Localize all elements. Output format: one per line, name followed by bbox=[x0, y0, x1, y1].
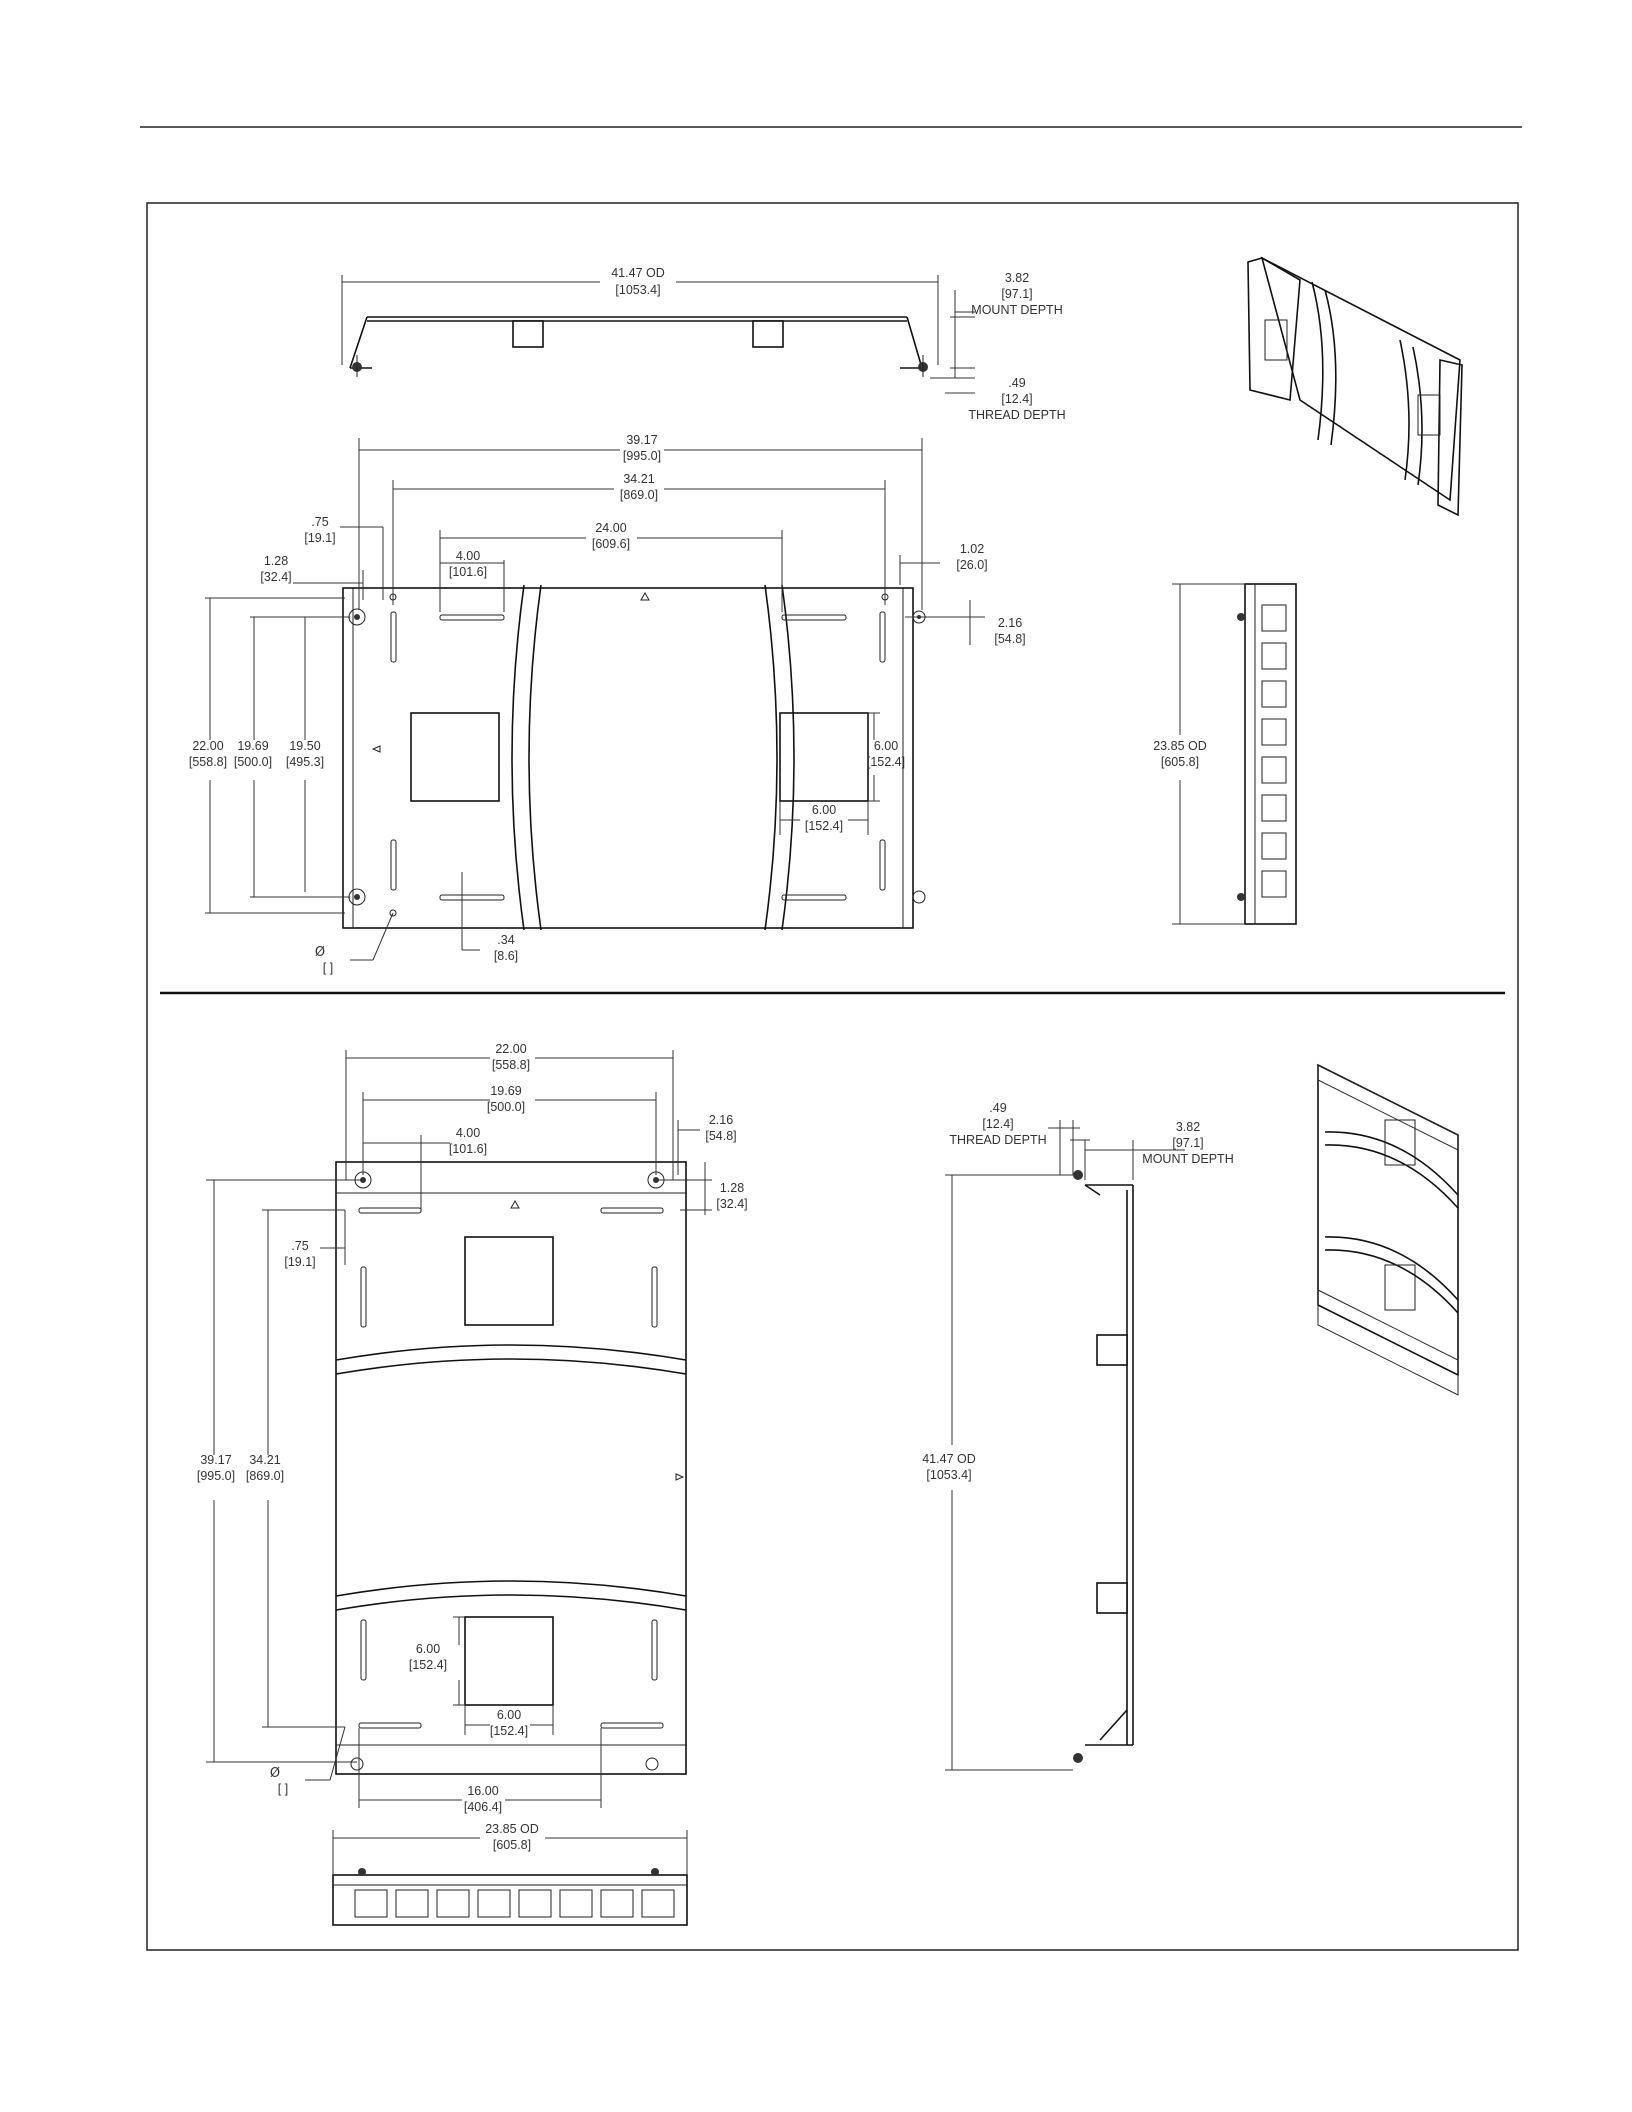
dim-22-00-b-mm: [558.8] bbox=[492, 1058, 530, 1072]
dim-6-00-vertical: 6.00 bbox=[874, 739, 898, 753]
dim-4-00-b-mm: [101.6] bbox=[449, 1142, 487, 1156]
dim-mount-depth: 3.82 bbox=[1005, 271, 1029, 285]
dim-0-34-mm: [8.6] bbox=[494, 949, 518, 963]
dim-41-47-mm: [1053.4] bbox=[615, 283, 660, 297]
dim-1-02: 1.02 bbox=[960, 542, 984, 556]
dim-1-28: 1.28 bbox=[264, 554, 288, 568]
dim-thread-depth-b-label: THREAD DEPTH bbox=[949, 1133, 1046, 1147]
dim-41-47-od: 41.47 OD bbox=[611, 266, 665, 280]
dim-4-00-b: 4.00 bbox=[456, 1126, 480, 1140]
dim-thread-depth: .49 bbox=[1008, 376, 1025, 390]
dim-39-17-mm: [995.0] bbox=[623, 449, 661, 463]
dim-6-00-b-horizontal-mm: [152.4] bbox=[490, 1724, 528, 1738]
dim-mount-depth-label: MOUNT DEPTH bbox=[971, 303, 1062, 317]
dim-mount-depth-mm: [97.1] bbox=[1001, 287, 1032, 301]
dim-6-00-vertical-mm: [152.4] bbox=[867, 755, 905, 769]
dim-2-16-b-mm: [54.8] bbox=[705, 1129, 736, 1143]
dim-39-17-b: 39.17 bbox=[200, 1453, 231, 1467]
dim-23-85-mm: [605.8] bbox=[1161, 755, 1199, 769]
bottom-isometric-view bbox=[1317, 1063, 1459, 1396]
dim-0-34: .34 bbox=[497, 933, 514, 947]
dim-thread-depth-b: .49 bbox=[989, 1101, 1006, 1115]
bottom-end-view bbox=[332, 1830, 688, 1926]
dim-0-75-b-mm: [19.1] bbox=[284, 1255, 315, 1269]
dim-19-69-b-mm: [500.0] bbox=[487, 1100, 525, 1114]
hole-diameter-symbol: Ø bbox=[315, 945, 325, 960]
top-side-view bbox=[1172, 583, 1297, 925]
dim-24-00-mm: [609.6] bbox=[592, 537, 630, 551]
dim-6-00-horizontal-mm: [152.4] bbox=[805, 819, 843, 833]
dim-19-69: 19.69 bbox=[237, 739, 268, 753]
dim-mount-depth-b: 3.82 bbox=[1176, 1120, 1200, 1134]
dim-6-00-horizontal: 6.00 bbox=[812, 803, 836, 817]
dim-mount-depth-b-mm: [97.1] bbox=[1172, 1136, 1203, 1150]
dim-thread-depth-b-mm: [12.4] bbox=[982, 1117, 1013, 1131]
dim-23-85-b-mm: [605.8] bbox=[493, 1838, 531, 1852]
dim-39-17: 39.17 bbox=[626, 433, 657, 447]
dim-16-00-mm: [406.4] bbox=[464, 1800, 502, 1814]
dim-4-00: 4.00 bbox=[456, 549, 480, 563]
dim-22-00-mm: [558.8] bbox=[189, 755, 227, 769]
dim-41-47-b-mm: [1053.4] bbox=[926, 1468, 971, 1482]
dim-39-17-b-mm: [995.0] bbox=[197, 1469, 235, 1483]
dim-23-85-od: 23.85 OD bbox=[1153, 739, 1207, 753]
dim-2-16-mm: [54.8] bbox=[994, 632, 1025, 646]
dim-41-47-b-od: 41.47 OD bbox=[922, 1452, 976, 1466]
dim-6-00-b-horizontal: 6.00 bbox=[497, 1708, 521, 1722]
hole-diameter-mm: [ ] bbox=[323, 961, 333, 975]
dim-19-50: 19.50 bbox=[289, 739, 320, 753]
dim-22-00-b: 22.00 bbox=[495, 1042, 526, 1056]
dim-mount-depth-b-label: MOUNT DEPTH bbox=[1142, 1152, 1233, 1166]
dim-1-28-b-mm: [32.4] bbox=[716, 1197, 747, 1211]
dim-22-00: 22.00 bbox=[192, 739, 223, 753]
dim-6-00-b-vertical: 6.00 bbox=[416, 1642, 440, 1656]
dim-2-16-b: 2.16 bbox=[709, 1113, 733, 1127]
hole-diameter-symbol-b: Ø bbox=[270, 1766, 280, 1781]
dim-0-75: .75 bbox=[311, 515, 328, 529]
dim-19-69-mm: [500.0] bbox=[234, 755, 272, 769]
dim-2-16: 2.16 bbox=[998, 616, 1022, 630]
dim-34-21: 34.21 bbox=[623, 472, 654, 486]
dim-16-00: 16.00 bbox=[467, 1784, 498, 1798]
dim-4-00-mm: [101.6] bbox=[449, 565, 487, 579]
dim-6-00-b-vertical-mm: [152.4] bbox=[409, 1658, 447, 1672]
dim-1-02-mm: [26.0] bbox=[956, 558, 987, 572]
hole-diameter-b-mm: [ ] bbox=[278, 1782, 288, 1796]
top-plan-view bbox=[205, 438, 985, 961]
dim-thread-depth-label: THREAD DEPTH bbox=[968, 408, 1065, 422]
dim-34-21-b: 34.21 bbox=[249, 1453, 280, 1467]
bottom-side-view bbox=[945, 1120, 1185, 1771]
top-front-view bbox=[341, 275, 975, 394]
drawing-frame bbox=[146, 202, 1519, 1951]
dim-thread-depth-mm: [12.4] bbox=[1001, 392, 1032, 406]
dim-23-85-b-od: 23.85 OD bbox=[485, 1822, 539, 1836]
dim-0-75-mm: [19.1] bbox=[304, 531, 335, 545]
dim-19-50-mm: [495.3] bbox=[286, 755, 324, 769]
dim-34-21-mm: [869.0] bbox=[620, 488, 658, 502]
dim-1-28-mm: [32.4] bbox=[260, 570, 291, 584]
dim-34-21-b-mm: [869.0] bbox=[246, 1469, 284, 1483]
top-isometric-view bbox=[1247, 256, 1463, 517]
dim-24-00: 24.00 bbox=[595, 521, 626, 535]
bottom-plan-view bbox=[206, 1050, 712, 1808]
dim-1-28-b: 1.28 bbox=[720, 1181, 744, 1195]
dim-0-75-b: .75 bbox=[291, 1239, 308, 1253]
dim-19-69-b: 19.69 bbox=[490, 1084, 521, 1098]
